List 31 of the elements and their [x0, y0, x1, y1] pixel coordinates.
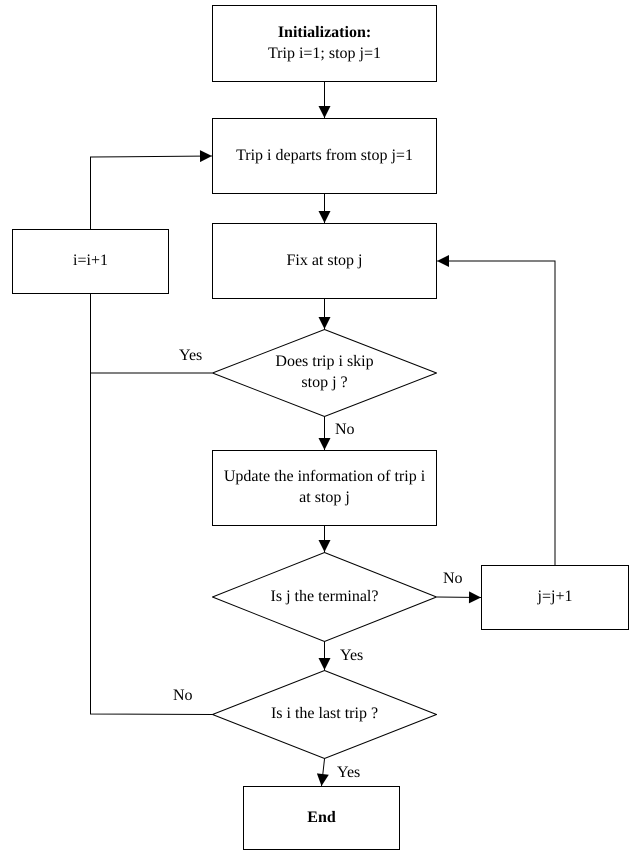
decision-diamond	[212, 670, 437, 759]
decision-diamond	[212, 552, 437, 642]
arrow	[318, 416, 330, 450]
arrow	[318, 82, 330, 118]
arrow	[318, 298, 330, 330]
process-box	[12, 229, 169, 294]
decision-text: Is j the terminal?	[270, 586, 380, 607]
arrow	[318, 642, 330, 670]
decision-text: Does trip i skip stop j ?	[274, 352, 375, 393]
arrow	[90, 150, 212, 230]
arrow	[436, 255, 556, 566]
process-box	[212, 223, 437, 299]
box-text: i=i+1	[73, 251, 108, 272]
arrow	[436, 591, 482, 604]
box-text: Trip i departs from stop j=1	[236, 146, 413, 166]
process-box	[481, 565, 629, 630]
box-text: Fix at stop j	[286, 250, 362, 271]
arrow	[318, 194, 330, 224]
process-box	[243, 786, 400, 850]
decision-diamond	[212, 329, 437, 417]
process-box	[212, 450, 437, 526]
arrow	[318, 526, 330, 552]
box-text: j=j+1	[538, 587, 572, 608]
decision-text: Is i the last trip ?	[270, 704, 380, 724]
box-text: Initialization:	[278, 22, 372, 43]
box-text: End	[307, 808, 336, 828]
box-text: Update the information of trip i at stop j	[222, 467, 426, 508]
process-box	[212, 118, 437, 194]
process-box	[212, 5, 437, 82]
arrow	[316, 758, 329, 786]
box-text: Trip i=1; stop j=1	[268, 44, 382, 64]
